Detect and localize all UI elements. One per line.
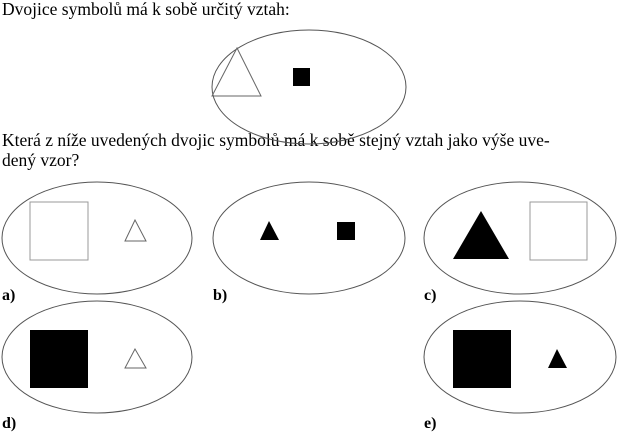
outline-triangle — [211, 46, 262, 97]
filled-square — [30, 330, 88, 388]
outline-square — [29, 201, 89, 261]
filled-triangle — [548, 349, 567, 368]
intro-text: Dvojice symbolů má k sobě určitý vztah: — [2, 0, 290, 19]
option-b-label[interactable]: b) — [213, 287, 228, 304]
option-e-label[interactable]: e) — [424, 415, 437, 432]
filled-triangle — [260, 221, 279, 240]
option-d-figure[interactable] — [1, 300, 193, 414]
option-c-figure[interactable] — [423, 181, 617, 295]
question-text-line1: Která z níže uvedených dvojic symbolů má… — [2, 130, 550, 150]
pattern-figure — [211, 29, 407, 145]
filled-square — [453, 330, 511, 388]
question-text-line2: dený vzor? — [2, 150, 80, 170]
outline-square — [529, 201, 588, 261]
outline-triangle — [124, 347, 147, 369]
outline-triangle — [124, 218, 147, 242]
filled-triangle — [453, 211, 509, 259]
option-c-label[interactable]: c) — [424, 287, 437, 304]
option-b-figure[interactable] — [212, 181, 406, 295]
option-e-figure[interactable] — [423, 300, 617, 414]
filled-square — [337, 222, 355, 240]
filled-square — [293, 68, 310, 86]
option-a-figure[interactable] — [1, 181, 193, 295]
option-a-label[interactable]: a) — [2, 287, 16, 304]
option-d-label[interactable]: d) — [2, 415, 17, 432]
